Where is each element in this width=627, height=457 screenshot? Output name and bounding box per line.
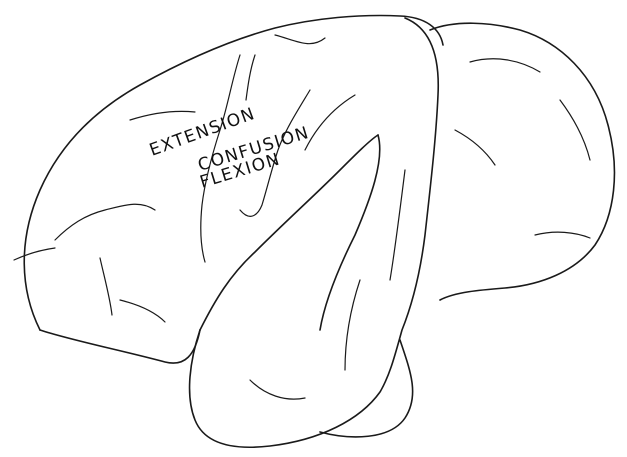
parietal-sulcus bbox=[305, 95, 355, 150]
cerebellum-outline bbox=[320, 340, 413, 437]
frontal-sulcus-3 bbox=[100, 258, 112, 315]
precentral-sulcus bbox=[246, 55, 255, 100]
orbital-sulcus bbox=[14, 248, 55, 260]
frontal-sulcus-4 bbox=[120, 300, 165, 322]
temporal-sulcus-3 bbox=[250, 380, 305, 399]
temporal-sulcus-1 bbox=[390, 170, 405, 280]
superior-frontal-sulcus bbox=[275, 35, 325, 44]
occipital-sulcus-3 bbox=[535, 232, 590, 238]
temporal-sulcus-2 bbox=[345, 280, 360, 370]
occipital-sulcus-4 bbox=[560, 100, 590, 160]
occipital-lobe-outline bbox=[430, 23, 614, 300]
frontal-sulcus-1 bbox=[130, 111, 195, 120]
occipital-sulcus-2 bbox=[455, 130, 495, 165]
frontal-sulcus-2 bbox=[55, 204, 155, 240]
temporal-inner-fold bbox=[320, 135, 380, 330]
occipital-sulcus-1 bbox=[470, 59, 540, 72]
temporal-lobe-outline bbox=[190, 18, 439, 447]
frontal-base-outline bbox=[40, 330, 200, 363]
